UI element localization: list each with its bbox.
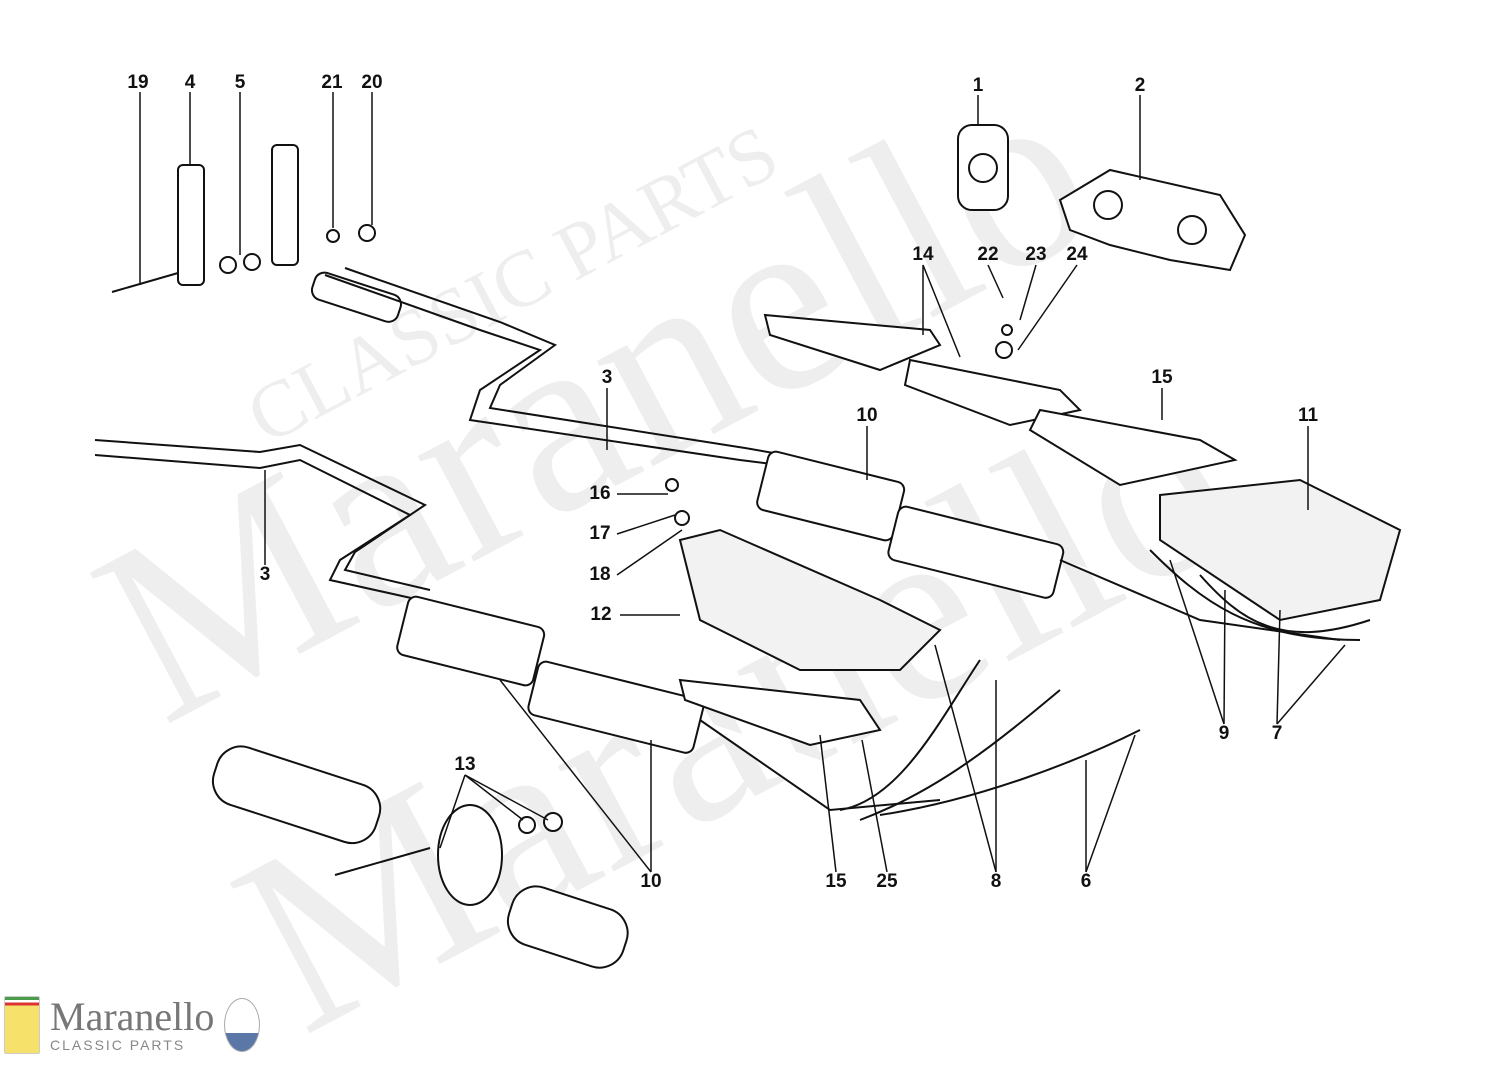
part-label: 8: [990, 871, 1002, 892]
part-label: 23: [1025, 244, 1047, 265]
part-label: 22: [977, 244, 999, 265]
part-label: 4: [184, 72, 196, 93]
part-label: 24: [1066, 244, 1088, 265]
part-label: 12: [590, 604, 612, 625]
upper-mufflers: [756, 450, 1341, 641]
clamp-parts: [211, 745, 629, 969]
part-label: 18: [589, 564, 611, 585]
part-label: 10: [856, 405, 878, 426]
part-label: 13: [454, 754, 476, 775]
maserati-trident-icon: [224, 998, 261, 1052]
ferrari-shield-icon: [4, 996, 40, 1054]
part-label: 14: [912, 244, 934, 265]
lower-pipe: [94, 439, 431, 601]
gaskets: [957, 124, 1247, 272]
part-label: 1: [972, 75, 984, 96]
upper-pipe: [310, 267, 786, 466]
lower-mufflers: [396, 595, 941, 812]
part-label: 20: [361, 72, 383, 93]
part-label: 17: [589, 523, 611, 544]
manifolds: [839, 549, 1371, 821]
heat-shields: [678, 313, 1402, 747]
part-label: 3: [601, 367, 613, 388]
part-label: 25: [876, 871, 898, 892]
part-label: 10: [640, 871, 662, 892]
brand-subtitle: CLASSIC PARTS: [50, 1037, 186, 1053]
part-label: 11: [1297, 405, 1319, 426]
part-label: 6: [1080, 871, 1092, 892]
part-label: 7: [1271, 723, 1283, 744]
part-label: 5: [234, 72, 246, 93]
part-label: 2: [1134, 75, 1146, 96]
hardware: [111, 144, 1013, 526]
part-label: 15: [1151, 367, 1173, 388]
exhaust-diagram: [94, 92, 1402, 969]
part-label: 9: [1218, 723, 1230, 744]
brand-name: Maranello: [50, 994, 215, 1039]
part-label: 21: [321, 72, 343, 93]
part-label: 15: [825, 871, 847, 892]
part-label: 16: [589, 483, 611, 504]
part-label: 3: [259, 564, 271, 585]
part-label: 19: [127, 72, 149, 93]
brand-logo: Maranello CLASSIC PARTS: [4, 994, 261, 1054]
leader-lines: [139, 92, 1346, 873]
